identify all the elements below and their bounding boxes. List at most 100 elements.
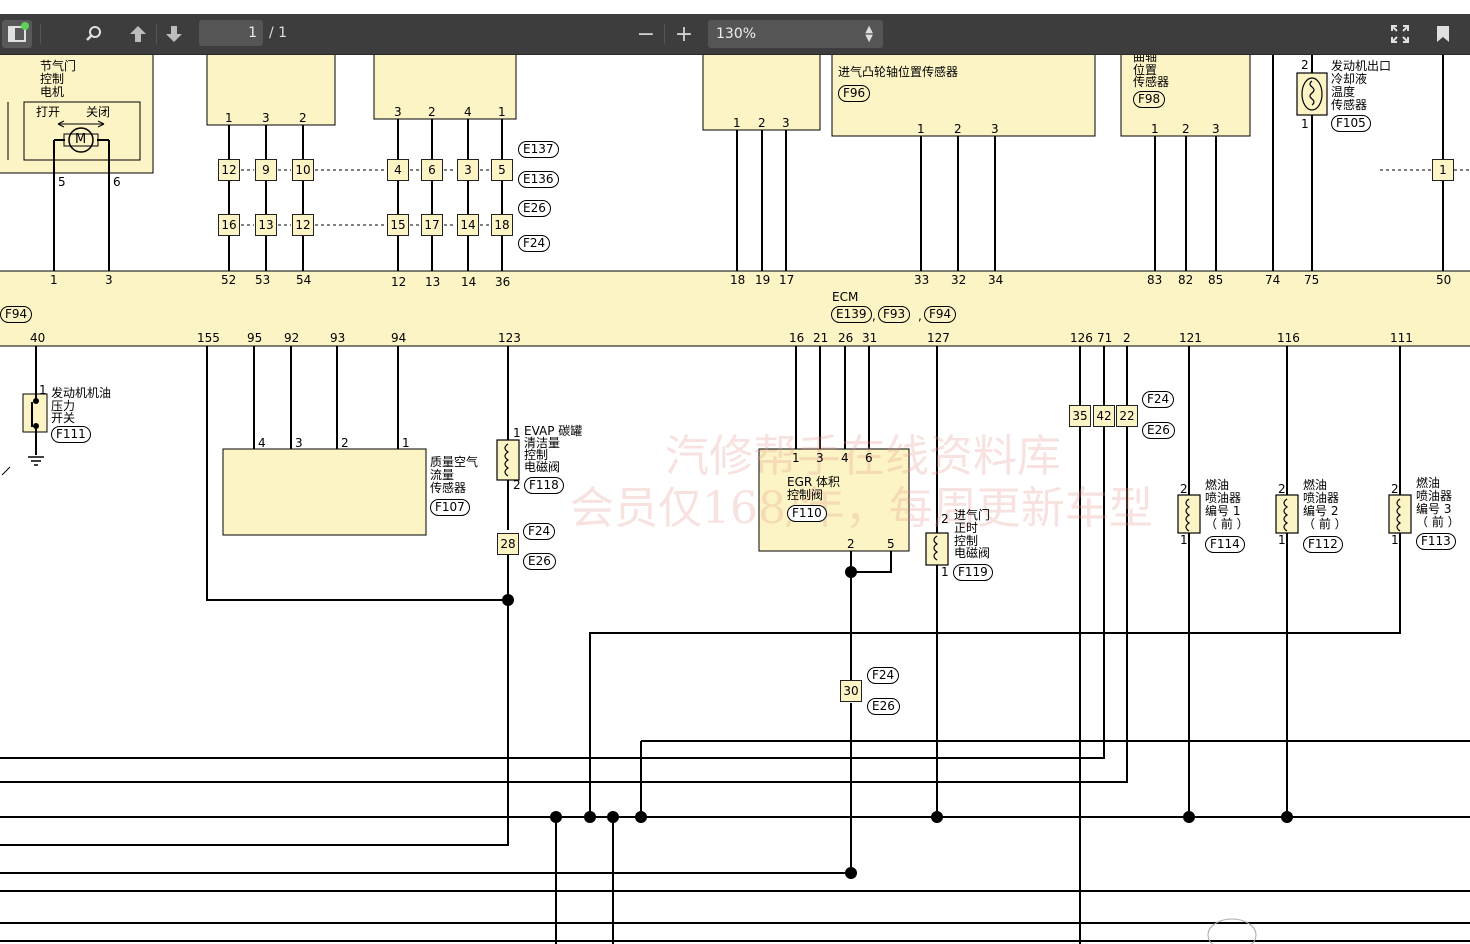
connector-label-f96[interactable]: F96 (838, 85, 871, 102)
ecm-pin: 21 (813, 331, 829, 345)
ground-icon (28, 456, 44, 466)
connector-label-f111[interactable]: F111 (51, 426, 91, 443)
next-page-button[interactable] (160, 20, 188, 48)
pin-label: 1 (733, 116, 741, 130)
ecm-pin: 18 (730, 273, 746, 287)
junction-dot (1281, 811, 1293, 823)
connector-label-f113[interactable]: F113 (1416, 533, 1456, 550)
component-box-2 (373, 55, 517, 120)
ecm-pin: 94 (391, 331, 407, 345)
throttle-label-2: 控制 (40, 72, 65, 86)
connector-pin: 10 (292, 159, 314, 181)
search-button[interactable] (80, 20, 108, 48)
connector-label-f94-left[interactable]: F94 (0, 306, 33, 323)
ecm-pin: 33 (914, 273, 930, 287)
inj3-coil-box (1388, 494, 1412, 534)
zoom-out-button[interactable]: − (636, 21, 656, 47)
connector-label-e139[interactable]: E139 (831, 306, 872, 323)
connector-pin: 3 (457, 159, 479, 181)
pin-label: 4 (258, 436, 266, 450)
connector-label-f93[interactable]: F93 (878, 306, 911, 323)
connector-label-e26[interactable]: E26 (1142, 422, 1175, 439)
oil-switch-label-1: 发动机机油 (51, 386, 112, 400)
ecm-pin: 17 (779, 273, 795, 287)
pin-label: 2 (513, 478, 521, 492)
connector-label-f24[interactable]: F24 (523, 523, 556, 540)
connector-label-e26[interactable]: E26 (523, 553, 556, 570)
open-close-arrows-icon (57, 120, 105, 128)
ecm-pin: 54 (296, 273, 312, 287)
connector-pin: 9 (255, 159, 277, 181)
pin-label: 3 (1212, 122, 1220, 136)
connector-label-e137[interactable]: E137 (518, 141, 559, 158)
ecm-pin: 127 (927, 331, 950, 345)
ecm-pin: 95 (247, 331, 263, 345)
zoom-in-button[interactable]: + (674, 21, 694, 47)
maf-label-1: 质量空气 (430, 455, 479, 469)
ecm-pin: 83 (1147, 273, 1163, 287)
watermark-line-1: 汽修帮手在线资料库 (665, 431, 1061, 482)
up-arrow-icon (130, 26, 146, 42)
page-number-input[interactable] (199, 20, 263, 46)
maf-box (222, 448, 427, 536)
wire-2 (0, 346, 1128, 783)
connector-label-f114[interactable]: F114 (1205, 536, 1245, 553)
connector-label-e26[interactable]: E26 (518, 200, 551, 217)
pin-label: 3 (816, 451, 824, 465)
previous-page-button[interactable] (124, 20, 152, 48)
connector-label-f94[interactable]: F94 (924, 306, 957, 323)
sidebar-toggle-button[interactable] (2, 20, 32, 48)
injector2-label-4: （ 前 ） (1303, 517, 1347, 531)
pin-label: 1 (402, 436, 410, 450)
crank-sensor-label-1: 曲轴 (1133, 55, 1158, 64)
pin-label: 1 (1391, 533, 1399, 547)
evap-label-2: 清洁量 (524, 436, 561, 450)
fullscreen-button[interactable] (1386, 20, 1414, 48)
connector-label-f112[interactable]: F112 (1303, 536, 1343, 553)
connector-pin: 15 (387, 214, 409, 236)
connector-pin: 16 (218, 214, 240, 236)
connector-label-e136[interactable]: E136 (518, 171, 559, 188)
injector2-label-3: 编号 2 (1303, 504, 1339, 518)
coolant-label-3: 温度 (1331, 85, 1356, 99)
ecm-band (0, 270, 1470, 347)
connector-label-f24[interactable]: F24 (518, 235, 551, 252)
connector-label-f105[interactable]: F105 (1331, 115, 1371, 132)
connector-pin: 4 (387, 159, 409, 181)
connector-label-f119[interactable]: F119 (953, 564, 993, 581)
connector-label-f118[interactable]: F118 (524, 477, 564, 494)
connector-label-f110[interactable]: F110 (787, 505, 827, 522)
connector-pin: 12 (218, 159, 240, 181)
top-strip (0, 0, 1470, 14)
ecm-pin: 13 (425, 275, 441, 289)
connector-label-f98[interactable]: F98 (1133, 91, 1166, 108)
wiring-diagram-svg (0, 55, 1470, 944)
pin-label: 2 (428, 105, 436, 119)
motor-label: M (75, 132, 87, 147)
connector-label-f107[interactable]: F107 (430, 499, 470, 516)
injector1-label-2: 喷油器 (1205, 491, 1242, 505)
pin-label: 2 (1182, 122, 1190, 136)
wiring-diagram-page[interactable]: 汽修帮手在线资料库 会员仅168/年，每周更新车型 节气门 控制 电机 打开 关… (0, 55, 1470, 944)
connector-pin: 14 (457, 214, 479, 236)
pin-label: 1 (1180, 533, 1188, 547)
connector-pin: 35 (1069, 405, 1091, 427)
evap-label-4: 电磁阀 (524, 460, 561, 474)
pdf-toolbar: / 1 − + 130% ▲▼ (0, 14, 1470, 55)
ecm-pin: 36 (495, 275, 511, 289)
connector-label-f24[interactable]: F24 (867, 667, 900, 684)
ecm-pin: 71 (1097, 331, 1113, 345)
ecm-pin: 52 (221, 273, 237, 287)
connector-label-f24[interactable]: F24 (1142, 391, 1175, 408)
ivt-label-3: 控制 (954, 534, 979, 548)
pin-label: 1 (1301, 117, 1309, 131)
ivt-label-2: 正时 (954, 521, 979, 535)
junction-dot (607, 811, 619, 823)
fullscreen-icon (1391, 25, 1409, 43)
bookmark-button[interactable] (1429, 20, 1457, 48)
connector-label-e26[interactable]: E26 (867, 698, 900, 715)
ecm-pin: 40 (30, 331, 46, 345)
zoom-select[interactable]: 130% ▲▼ (708, 20, 883, 48)
ecm-pin: 1 (50, 273, 58, 287)
junction-dot (550, 811, 562, 823)
